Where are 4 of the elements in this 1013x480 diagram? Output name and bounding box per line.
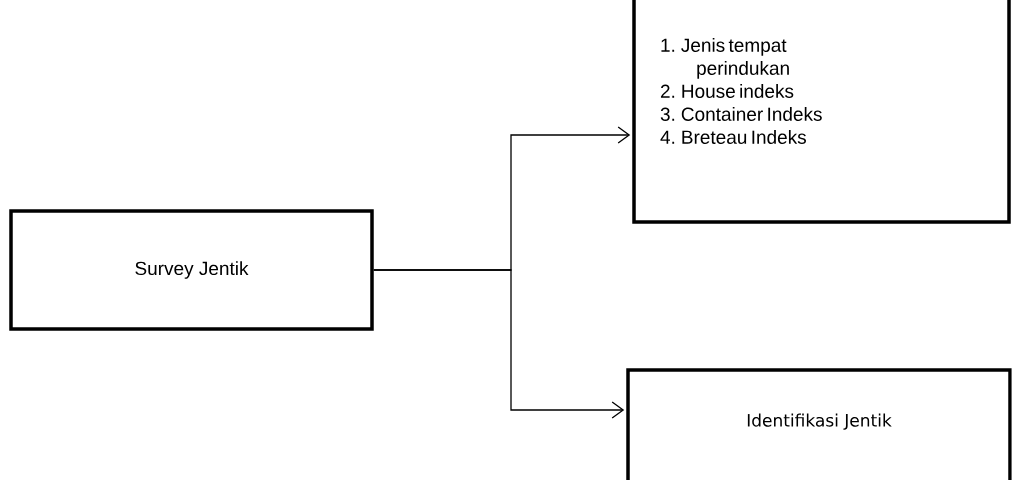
process-box: Identifikasi Jentik: [626, 368, 1012, 480]
process-box: Survey Jentik: [9, 209, 374, 331]
arrow: [373, 269, 625, 419]
list-box: 1. Jenis tempat perindukan 2. House indeks 3. Container Indeks 4. Breteau Indeks: [632, 0, 1011, 224]
